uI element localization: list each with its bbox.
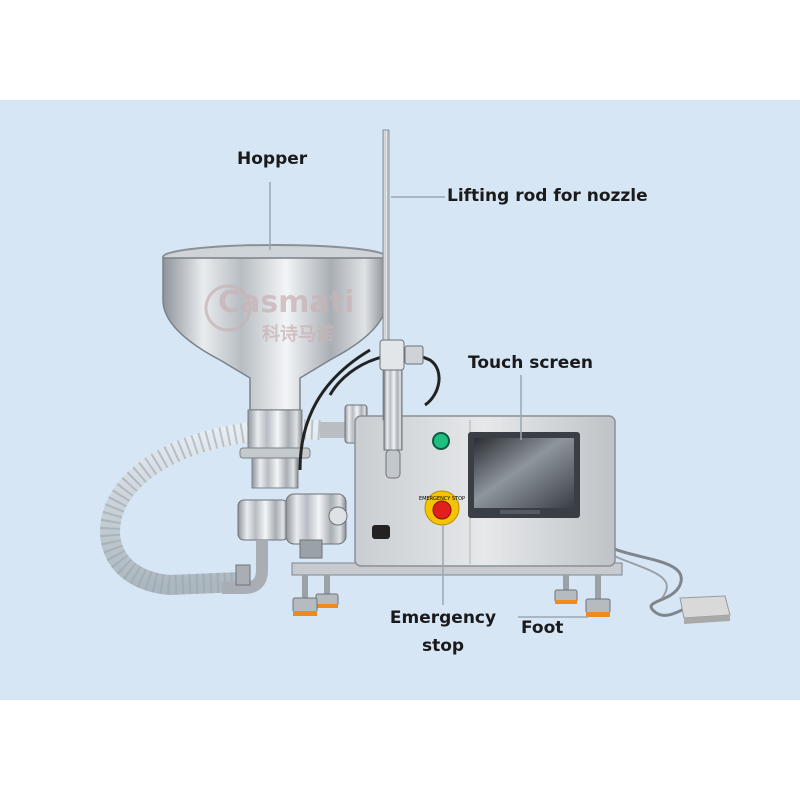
lifting-rod xyxy=(372,129,424,539)
pedal-cable-2 xyxy=(611,554,668,599)
hopper xyxy=(162,244,388,489)
watermark-logo: Casmati 科诗马诺 xyxy=(204,284,354,345)
power-indicator-light xyxy=(432,432,450,450)
label-emergency-stop: Emergency stop xyxy=(383,604,503,660)
label-touch-screen: Touch screen xyxy=(468,353,593,373)
label-foot: Foot xyxy=(521,618,564,638)
estop-ring-text: EMERGENCY STOP xyxy=(419,496,465,502)
foot-pedal[interactable] xyxy=(679,595,731,624)
label-emergency-stop-line2: stop xyxy=(421,636,465,656)
machine-feet xyxy=(292,575,611,617)
emergency-stop-button[interactable]: EMERGENCY STOP xyxy=(419,490,465,526)
label-lifting-rod: Lifting rod for nozzle xyxy=(447,186,648,206)
label-emergency-stop-line1: Emergency xyxy=(389,608,497,628)
leader-lines xyxy=(269,182,588,618)
watermark-chinese: 科诗马诺 xyxy=(262,323,334,345)
label-hopper: Hopper xyxy=(237,149,308,169)
pedal-cable xyxy=(611,546,691,617)
touch-screen[interactable] xyxy=(468,432,580,518)
watermark-brand: Casmati xyxy=(218,285,354,320)
